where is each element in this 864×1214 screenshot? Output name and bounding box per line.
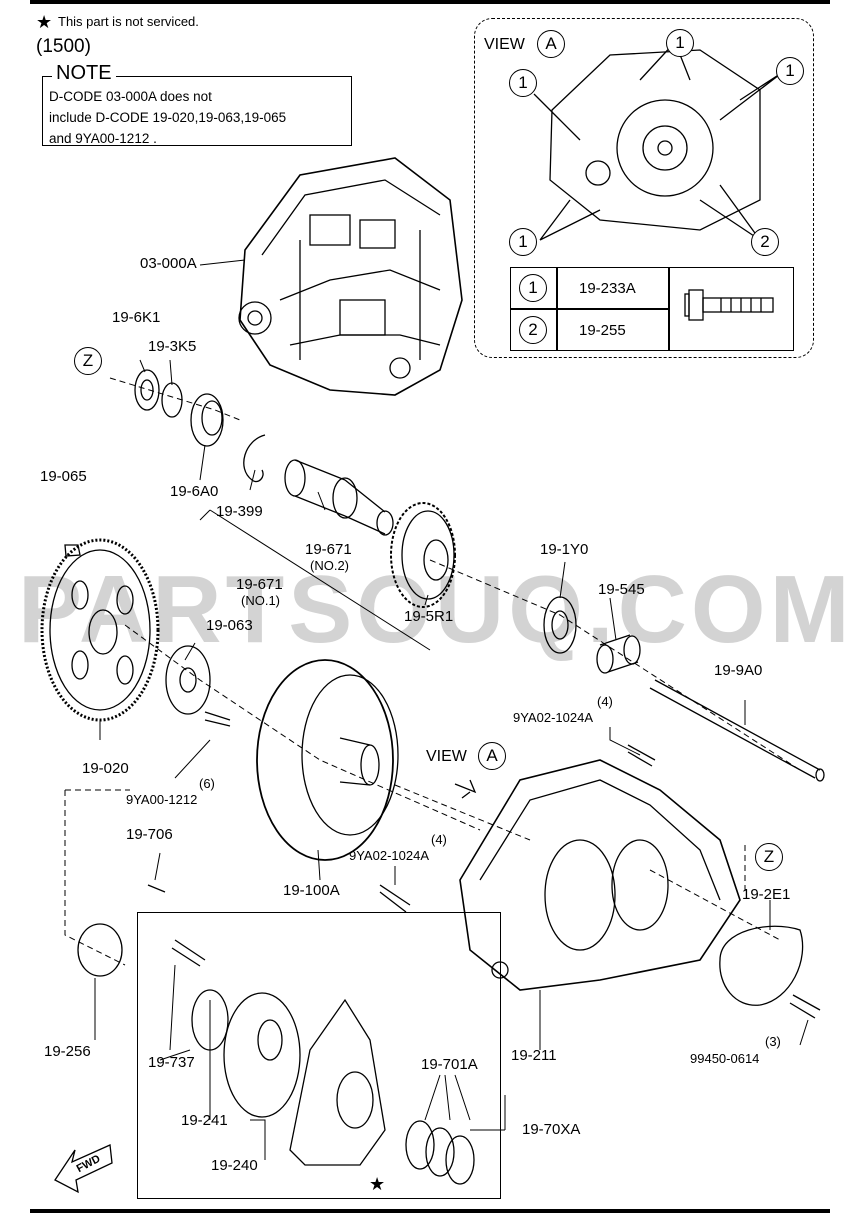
seal-drawings	[134, 369, 266, 483]
ref-z-label: Z	[74, 347, 102, 375]
part-label: 19-6A0	[170, 483, 219, 500]
part-label: 9YA00-1212	[126, 792, 198, 807]
part-label: 19-1Y0	[540, 541, 589, 558]
dashed-guide-lines	[64, 377, 801, 966]
part-label: 19-2E1	[742, 886, 791, 903]
part-label: 19-737	[148, 1054, 195, 1071]
part-label: 19-256	[44, 1043, 91, 1060]
part-label: 19-671	[236, 576, 283, 593]
part-label: 19-240	[211, 1157, 258, 1174]
part-label: 03-000A	[140, 255, 197, 272]
note-title: NOTE	[52, 62, 116, 85]
view-a-letter: A	[537, 30, 565, 58]
bottom-rule	[30, 1209, 830, 1213]
note-box	[42, 76, 352, 146]
case-drawing	[459, 759, 741, 991]
part-label: 19-3K5	[148, 338, 197, 355]
star-note: This part is not serviced.	[58, 14, 199, 29]
part-label: 9YA02-1024A	[513, 710, 593, 725]
view-a-box	[474, 18, 814, 358]
legend-key: 1	[519, 274, 547, 302]
bolt-icon	[684, 289, 774, 321]
part-label: 19-100A	[283, 882, 340, 899]
view-a-callout-letter: A	[478, 742, 506, 770]
qty-label: (6)	[199, 776, 215, 791]
fwd-arrow-icon	[54, 1144, 113, 1194]
part-label: 19-211	[511, 1047, 557, 1064]
part-label: 19-241	[181, 1112, 228, 1129]
part-label: 19-065	[40, 468, 87, 485]
part-label: 99450-0614	[690, 1051, 760, 1066]
part-label: 19-701A	[421, 1056, 478, 1073]
legend-part: 19-233A	[579, 280, 636, 297]
part-label: 19-706	[126, 826, 173, 843]
part-label: 19-545	[598, 581, 645, 598]
torque-converter-drawing	[256, 659, 399, 861]
part-label: 19-6K1	[112, 309, 161, 326]
part-label: 19-063	[206, 617, 253, 634]
callout-1: 1	[666, 29, 694, 57]
callout-2: 2	[751, 228, 779, 256]
flywheel-drawing	[40, 538, 160, 722]
bolt-drawings	[64, 544, 821, 1019]
note-line: include D-CODE 19-020,19-063,19-065	[49, 110, 287, 125]
washer-sleeve-rod	[543, 596, 825, 782]
transmission-assembly-drawing	[238, 157, 463, 396]
leader-lines	[94, 259, 809, 1160]
part-label: 19-671	[305, 541, 352, 558]
part-sublabel: (NO.1)	[241, 593, 280, 608]
part-label: 19-020	[82, 760, 129, 777]
part-label: 19-9A0	[714, 662, 763, 679]
part-sublabel: (NO.2)	[310, 558, 349, 573]
legend-part: 19-255	[579, 322, 626, 339]
view-a-detail-drawing	[533, 41, 784, 241]
gear-drawing	[390, 502, 456, 608]
callout-1: 1	[509, 228, 537, 256]
qty-label: (3)	[765, 1034, 781, 1049]
legend-key: 2	[519, 316, 547, 344]
qty-label: (4)	[431, 832, 447, 847]
legend-table: 1 19-233A 2 19-255	[510, 267, 794, 351]
baffle-drawing	[719, 925, 804, 1006]
view-a-title: VIEW	[484, 36, 525, 53]
plate-drawing	[165, 645, 211, 715]
note-line: D-CODE 03-000A does not	[49, 89, 212, 104]
top-rule	[30, 0, 830, 4]
note-line: and 9YA00-1212 .	[49, 131, 157, 146]
note-text: D-CODE 03-000A does not include D-CODE 1…	[49, 86, 286, 149]
qty-label: (4)	[597, 694, 613, 709]
shaft-drawings	[284, 459, 394, 536]
group-code: (1500)	[36, 36, 91, 57]
callout-1: 1	[509, 69, 537, 97]
part-label: 19-5R1	[404, 608, 454, 625]
oil-pump-group-box	[137, 912, 501, 1199]
o-ring-drawing	[77, 923, 123, 977]
part-label: 9YA02-1024A	[349, 848, 429, 863]
part-label: 19-70XA	[522, 1121, 581, 1138]
star-icon: ★	[369, 1174, 386, 1194]
view-a-callout-title: VIEW	[426, 748, 467, 765]
star-icon: ★	[36, 12, 53, 32]
ref-z-label: Z	[755, 843, 783, 871]
part-label: 19-399	[216, 503, 263, 520]
callout-1: 1	[776, 57, 804, 85]
view-arrow-icon	[454, 779, 477, 799]
